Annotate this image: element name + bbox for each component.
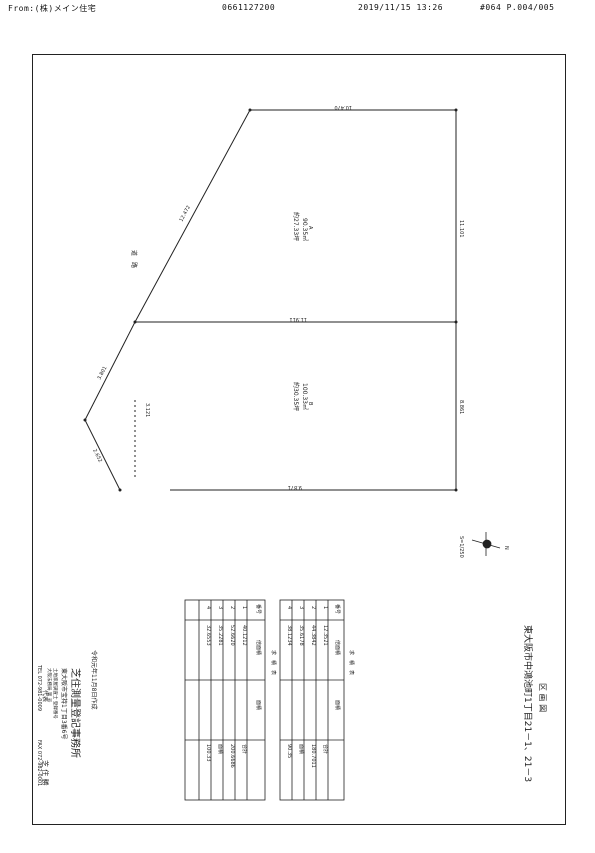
lot-left-low — [84, 419, 121, 491]
lot-b-area: 100.33㎡ — [301, 383, 309, 410]
surveyor-address: 東大阪市宝持1丁目3番6号 — [60, 668, 68, 739]
lot-a-area: 90.35㎡ — [301, 218, 309, 241]
table-lower-col-double: 倍面積 — [255, 640, 262, 655]
dim-right-upper: 11.101 — [458, 220, 464, 238]
table-upper-row: 2 — [310, 606, 316, 609]
table-upper-col-no: 番号 — [334, 604, 341, 614]
lot-a-tsubo: 約27.33坪 — [292, 212, 300, 241]
table-upper-row: 44.3842 — [310, 625, 316, 646]
surveyor-tel: TEL 072-981-0009 — [36, 664, 42, 711]
table-lower-header: 求 積 表 — [270, 650, 277, 675]
road-label: 道 路 — [130, 250, 138, 268]
lot-b-letter: B — [307, 402, 313, 406]
area-table-upper — [279, 599, 345, 801]
table-upper-row: 35.6178 — [298, 625, 304, 646]
surveyor-office: 芝住測量登記事務所 — [69, 668, 82, 758]
table-upper-row: 4 — [286, 606, 292, 609]
surveyor-name: 芝 住 勝 — [41, 760, 50, 785]
table-upper-row: 1 — [322, 606, 328, 609]
surveyor-cert2: 大阪法務局 第 号 — [46, 668, 53, 703]
north-arrow-icon — [471, 532, 501, 556]
drawing-location: 東大阪市中鴻池町1丁目21－1、21－3 — [522, 625, 534, 782]
table-lower-total-label: 合計 — [241, 744, 248, 754]
table-lower-row: 2 — [229, 606, 235, 609]
table-lower-total: 200.6686 — [229, 744, 235, 768]
fax-header: From:(株)メイン住宅 0661127200 2019/11/15 13:2… — [0, 0, 595, 16]
dim-right-lower: 8.861 — [458, 400, 464, 414]
table-upper-row: 3 — [298, 606, 304, 609]
table-upper-area-label: 面積 — [298, 744, 305, 754]
table-lower-area-label: 面積 — [217, 744, 224, 754]
table-upper-row: 12.3521 — [322, 625, 328, 646]
table-lower-row: 52.6620 — [229, 625, 235, 646]
surveyor-name-label: 代表 — [41, 690, 49, 702]
area-table-lower — [184, 599, 266, 801]
lot-left-mid — [84, 321, 136, 421]
table-lower-row: 3 — [217, 606, 223, 609]
table-lower-row: 1 — [241, 606, 247, 609]
surveyor-fax: FAX 072-982-0001 — [36, 740, 42, 786]
lot-a-letter: A — [307, 226, 313, 230]
lot-left-diagonal — [134, 109, 251, 323]
dim-left-diag-mid: 3.801 — [96, 365, 108, 380]
fax-number: 0661127200 — [222, 3, 276, 12]
dim-middle: 11.911 — [290, 316, 308, 322]
surveyor-date: 令和元年11月8日作成 — [90, 650, 98, 709]
drawing-title: 区 画 図 — [538, 683, 547, 712]
table-lower-row: 4 — [205, 606, 211, 609]
table-lower-col-area: 面積 — [255, 700, 262, 710]
north-label: N — [503, 546, 509, 550]
dim-bottom: 9.871 — [288, 484, 302, 490]
table-upper-col-area: 面積 — [334, 700, 341, 710]
fax-datetime: 2019/11/15 13:26 — [358, 3, 444, 12]
drawing-frame — [32, 54, 566, 825]
surveyor-cert1: 土地家屋調査士 登録番号 — [52, 668, 59, 719]
table-upper-total: 180.7011 — [310, 744, 316, 768]
table-lower-row: 35.2281 — [217, 625, 223, 646]
table-lower-col-no: 番号 — [255, 604, 262, 614]
fax-from: From:(株)メイン住宅 — [8, 4, 97, 13]
dim-left-lower: 3.121 — [144, 403, 150, 417]
table-upper-row: 38.1234 — [286, 625, 292, 646]
table-lower-row: 32.6553 — [205, 625, 211, 646]
fax-page: #064 P.004/005 — [480, 3, 555, 12]
table-upper-header: 求 積 表 — [348, 650, 355, 675]
table-upper-col-double: 倍面積 — [334, 640, 341, 655]
lot-outline — [170, 109, 457, 491]
table-lower-area: 100.33 — [205, 744, 211, 762]
lot-b-tsubo: 約30.35坪 — [292, 382, 300, 411]
table-upper-total-label: 合計 — [322, 744, 329, 754]
table-upper-area: 90.35 — [286, 744, 292, 758]
dim-left-diag-low: 2.652 — [91, 448, 103, 463]
table-lower-row: 40.1212 — [241, 625, 247, 646]
dim-top: 10.470 — [335, 104, 353, 110]
scale-label: S=1/250 — [458, 536, 464, 558]
